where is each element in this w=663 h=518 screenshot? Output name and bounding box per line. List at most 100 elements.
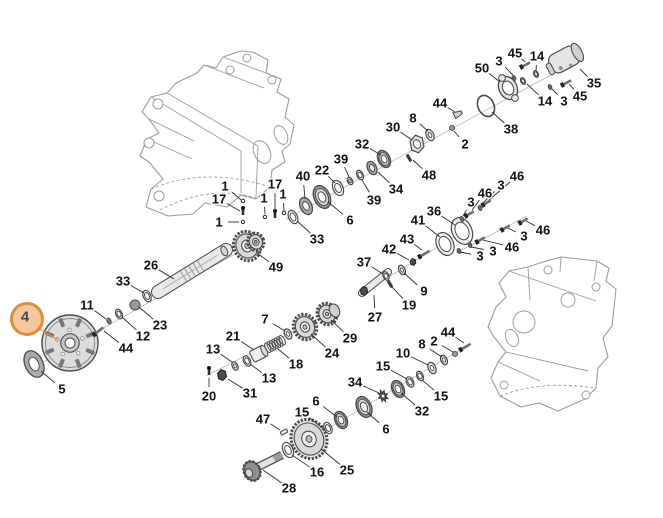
callout-15[interactable]: 15 xyxy=(294,403,311,421)
callout-46[interactable]: 46 xyxy=(509,167,526,185)
callout-3[interactable]: 3 xyxy=(496,176,506,194)
callout-13[interactable]: 13 xyxy=(205,340,222,358)
callout-49[interactable]: 49 xyxy=(268,258,285,276)
callout-20[interactable]: 20 xyxy=(201,387,218,405)
part-bearing-6a xyxy=(312,184,332,210)
callout-36[interactable]: 36 xyxy=(426,202,443,220)
callout-34[interactable]: 34 xyxy=(388,180,406,198)
part-washer-13a xyxy=(231,361,239,371)
callout-10[interactable]: 10 xyxy=(395,344,412,362)
callout-1[interactable]: 1 xyxy=(220,177,230,195)
callout-37[interactable]: 37 xyxy=(356,253,373,271)
callout-3[interactable]: 3 xyxy=(519,227,529,245)
callout-35[interactable]: 35 xyxy=(586,74,603,92)
callout-6[interactable]: 6 xyxy=(311,392,321,410)
callout-25[interactable]: 25 xyxy=(339,461,356,479)
part-screw-1d xyxy=(281,210,287,216)
leader-line-27 xyxy=(373,294,376,309)
callout-6[interactable]: 6 xyxy=(345,211,355,229)
callout-44[interactable]: 44 xyxy=(432,94,450,112)
callout-3[interactable]: 3 xyxy=(475,247,485,265)
part-washer-3e xyxy=(456,248,462,254)
callout-14[interactable]: 14 xyxy=(537,92,555,110)
callout-3[interactable]: 3 xyxy=(466,193,476,211)
callout-44[interactable]: 44 xyxy=(118,339,136,357)
callout-5[interactable]: 5 xyxy=(57,380,67,398)
callout-14[interactable]: 14 xyxy=(529,47,547,65)
callout-30[interactable]: 30 xyxy=(385,118,402,136)
leader-lines-layer xyxy=(40,58,588,484)
callout-8[interactable]: 8 xyxy=(417,335,427,353)
callout-2[interactable]: 2 xyxy=(429,332,439,350)
callout-13[interactable]: 13 xyxy=(261,369,278,387)
callout-9[interactable]: 9 xyxy=(419,282,429,300)
callout-7[interactable]: 7 xyxy=(260,310,270,328)
callout-26[interactable]: 26 xyxy=(143,256,160,274)
callout-45[interactable]: 45 xyxy=(572,87,589,105)
leader-line-44 xyxy=(447,107,456,113)
callout-46[interactable]: 46 xyxy=(504,238,521,256)
callout-3[interactable]: 3 xyxy=(494,52,504,70)
callout-1[interactable]: 1 xyxy=(278,185,288,203)
part-washer-39a xyxy=(346,176,354,186)
part-screw-20 xyxy=(207,366,211,375)
callout-50[interactable]: 50 xyxy=(474,59,491,77)
callout-34[interactable]: 34 xyxy=(347,373,365,391)
callout-12[interactable]: 12 xyxy=(135,327,152,345)
callout-47[interactable]: 47 xyxy=(255,410,272,428)
part-ring-13b xyxy=(242,355,252,367)
callout-15[interactable]: 15 xyxy=(433,387,450,405)
callout-8[interactable]: 8 xyxy=(408,109,418,127)
callout-1[interactable]: 1 xyxy=(259,189,269,207)
callout-41[interactable]: 41 xyxy=(410,211,427,229)
leader-line-39 xyxy=(361,179,370,193)
leader-line-15 xyxy=(421,379,435,391)
callout-43[interactable]: 43 xyxy=(399,230,416,248)
callout-46[interactable]: 46 xyxy=(477,184,494,202)
callout-40[interactable]: 40 xyxy=(295,167,312,185)
leader-line-7 xyxy=(272,323,286,332)
callout-17[interactable]: 17 xyxy=(267,175,284,193)
callout-29[interactable]: 29 xyxy=(342,329,359,347)
callout-39[interactable]: 39 xyxy=(366,191,383,209)
leader-line-33 xyxy=(296,220,311,234)
callout-22[interactable]: 22 xyxy=(314,161,331,179)
callout-18[interactable]: 18 xyxy=(288,355,305,373)
part-washer-8b xyxy=(439,354,449,366)
callout-38[interactable]: 38 xyxy=(503,120,520,138)
callout-17[interactable]: 17 xyxy=(211,190,228,208)
callout-6[interactable]: 6 xyxy=(381,420,391,438)
callout-31[interactable]: 31 xyxy=(242,384,259,402)
part-hexhead-27 xyxy=(359,286,369,296)
callout-16[interactable]: 16 xyxy=(309,463,326,481)
part-bearing-6b xyxy=(333,410,349,430)
callout-15[interactable]: 15 xyxy=(375,357,392,375)
callout-21[interactable]: 21 xyxy=(225,327,242,345)
callout-46[interactable]: 46 xyxy=(535,221,552,239)
callout-11[interactable]: 11 xyxy=(79,296,95,314)
callout-33[interactable]: 33 xyxy=(309,230,326,248)
leader-line-38 xyxy=(491,111,505,124)
callout-32[interactable]: 32 xyxy=(414,402,431,420)
callout-48[interactable]: 48 xyxy=(421,166,438,184)
callout-33[interactable]: 33 xyxy=(115,272,132,290)
callout-39[interactable]: 39 xyxy=(333,150,350,168)
leader-line-48 xyxy=(412,159,423,170)
callout-2[interactable]: 2 xyxy=(460,135,470,153)
callout-45[interactable]: 45 xyxy=(507,44,524,62)
callout-1[interactable]: 1 xyxy=(214,213,224,231)
highlighted-callout-circle[interactable] xyxy=(10,302,44,336)
callout-27[interactable]: 27 xyxy=(367,308,384,326)
callout-3[interactable]: 3 xyxy=(488,242,498,260)
callout-24[interactable]: 24 xyxy=(324,344,342,362)
callout-19[interactable]: 19 xyxy=(401,296,418,314)
callout-42[interactable]: 42 xyxy=(381,240,398,258)
part-bolt-45b xyxy=(559,79,572,88)
callout-32[interactable]: 32 xyxy=(354,135,371,153)
callout-28[interactable]: 28 xyxy=(281,479,298,497)
callout-3[interactable]: 3 xyxy=(559,92,569,110)
leader-line-25 xyxy=(320,448,341,465)
callout-44[interactable]: 44 xyxy=(440,323,458,341)
highlighted-callout-number[interactable]: 4 xyxy=(21,309,30,326)
callout-23[interactable]: 23 xyxy=(152,316,169,334)
